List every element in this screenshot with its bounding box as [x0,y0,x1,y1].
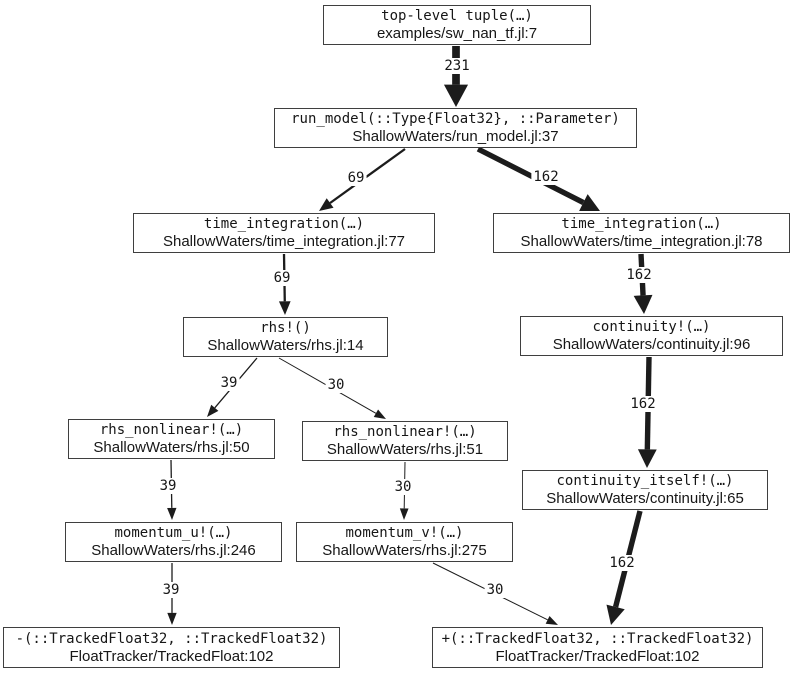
node-source-location: ShallowWaters/rhs.jl:275 [322,542,487,559]
graph-node-top-level-tuple: top-level tuple(…)examples/sw_nan_tf.jl:… [323,5,591,45]
arrowhead-icon [373,409,386,419]
edge-count-label: 231 [442,58,472,74]
edge-count-label: 162 [624,267,654,283]
graph-node-time-integration-77: time_integration(…)ShallowWaters/time_in… [133,213,435,253]
node-function-signature: time_integration(…) [561,216,722,232]
node-source-location: ShallowWaters/rhs.jl:246 [91,542,256,559]
arrowhead-icon [207,404,219,417]
node-function-signature: +(::TrackedFloat32, ::TrackedFloat32) [441,630,754,647]
node-function-signature: time_integration(…) [203,216,365,232]
graph-node-plus-trackedfloat: +(::TrackedFloat32, ::TrackedFloat32)Flo… [432,627,763,668]
node-function-signature: rhs_nonlinear!(…) [333,424,477,440]
arrowhead-icon [633,294,653,314]
edge-count-label: 162 [531,169,561,185]
arrowhead-icon [637,449,657,468]
edge-count-label: 69 [345,170,367,186]
node-source-location: FloatTracker/TrackedFloat:102 [495,647,700,665]
node-function-signature: -(::TrackedFloat32, ::TrackedFloat32) [15,630,328,647]
edge-count-label: 162 [628,396,658,412]
node-function-signature: momentum_v!(…) [345,525,464,541]
call-edge-run-model-to-time-integration-78 [476,146,585,205]
arrowhead-icon [443,84,469,107]
node-source-location: ShallowWaters/rhs.jl:14 [207,337,364,354]
node-source-location: ShallowWaters/time_integration.jl:77 [162,233,406,250]
node-source-location: FloatTracker/TrackedFloat:102 [69,647,274,665]
node-source-location: examples/sw_nan_tf.jl:7 [376,25,538,42]
node-function-signature: rhs!() [260,320,311,336]
edge-count-label: 39 [157,478,179,494]
arrowhead-icon [319,198,334,211]
node-source-location: ShallowWaters/rhs.jl:51 [326,441,484,458]
node-source-location: ShallowWaters/time_integration.jl:78 [520,233,763,250]
graph-node-run-model: run_model(::Type{Float32}, ::Parameter)S… [274,108,637,148]
arrowhead-icon [579,194,600,211]
node-source-location: ShallowWaters/continuity.jl:65 [546,490,744,507]
edge-count-label: 39 [218,375,240,391]
graph-node-rhs: rhs!()ShallowWaters/rhs.jl:14 [183,317,388,357]
node-function-signature: continuity!(…) [592,319,711,335]
edge-count-label: 69 [271,270,293,286]
node-source-location: ShallowWaters/run_model.jl:37 [352,128,559,145]
node-source-location: ShallowWaters/rhs.jl:50 [93,439,250,456]
arrowhead-icon [399,508,409,520]
graph-node-time-integration-78: time_integration(…)ShallowWaters/time_in… [493,213,790,253]
arrowhead-icon [278,301,291,315]
arrowhead-icon [167,507,177,520]
arrowhead-icon [606,604,625,625]
arrowhead-icon [167,612,177,625]
graph-node-momentum-u: momentum_u!(…)ShallowWaters/rhs.jl:246 [65,522,282,562]
graph-node-continuity: continuity!(…)ShallowWaters/continuity.j… [520,316,783,356]
node-function-signature: continuity_itself!(…) [556,473,734,489]
graph-node-rhs-nonlinear-50: rhs_nonlinear!(…)ShallowWaters/rhs.jl:50 [68,419,275,459]
edge-count-label: 30 [392,479,414,495]
edge-count-label: 162 [607,555,637,571]
node-function-signature: momentum_u!(…) [114,525,233,541]
node-source-location: ShallowWaters/continuity.jl:96 [552,336,751,353]
graph-node-minus-trackedfloat: -(::TrackedFloat32, ::TrackedFloat32)Flo… [3,627,340,668]
edge-count-label: 30 [325,377,347,393]
call-edge-run-model-to-time-integration-77 [329,148,406,204]
node-function-signature: rhs_nonlinear!(…) [99,422,244,438]
graph-node-rhs-nonlinear-51: rhs_nonlinear!(…)ShallowWaters/rhs.jl:51 [302,421,508,461]
edge-count-label: 30 [484,582,506,598]
arrowhead-icon [545,615,558,625]
node-function-signature: run_model(::Type{Float32}, ::Parameter) [291,111,620,127]
edge-count-label: 39 [160,582,182,598]
graph-node-continuity-itself: continuity_itself!(…)ShallowWaters/conti… [522,470,768,510]
graph-node-momentum-v: momentum_v!(…)ShallowWaters/rhs.jl:275 [296,522,513,562]
node-function-signature: top-level tuple(…) [381,8,533,24]
